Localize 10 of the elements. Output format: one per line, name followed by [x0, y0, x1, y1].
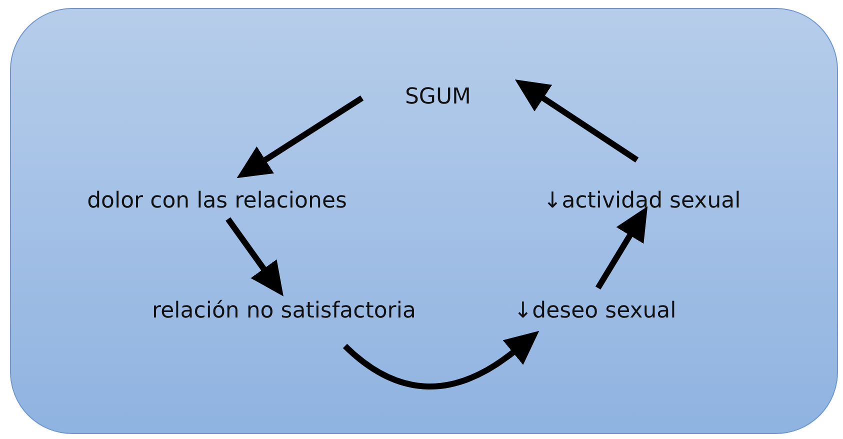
- node-label: SGUM: [404, 84, 472, 110]
- arrow: [342, 332, 540, 390]
- arrow: [595, 206, 648, 290]
- arrow: [226, 217, 284, 296]
- node-label: ↓deseo sexual: [514, 298, 676, 324]
- arrow: [514, 79, 639, 162]
- arrow: [236, 95, 364, 178]
- node-label: ↓actividad sexual: [543, 188, 741, 214]
- node-label: relación no satisfactoria: [152, 298, 416, 324]
- node-label: dolor con las relaciones: [87, 188, 347, 214]
